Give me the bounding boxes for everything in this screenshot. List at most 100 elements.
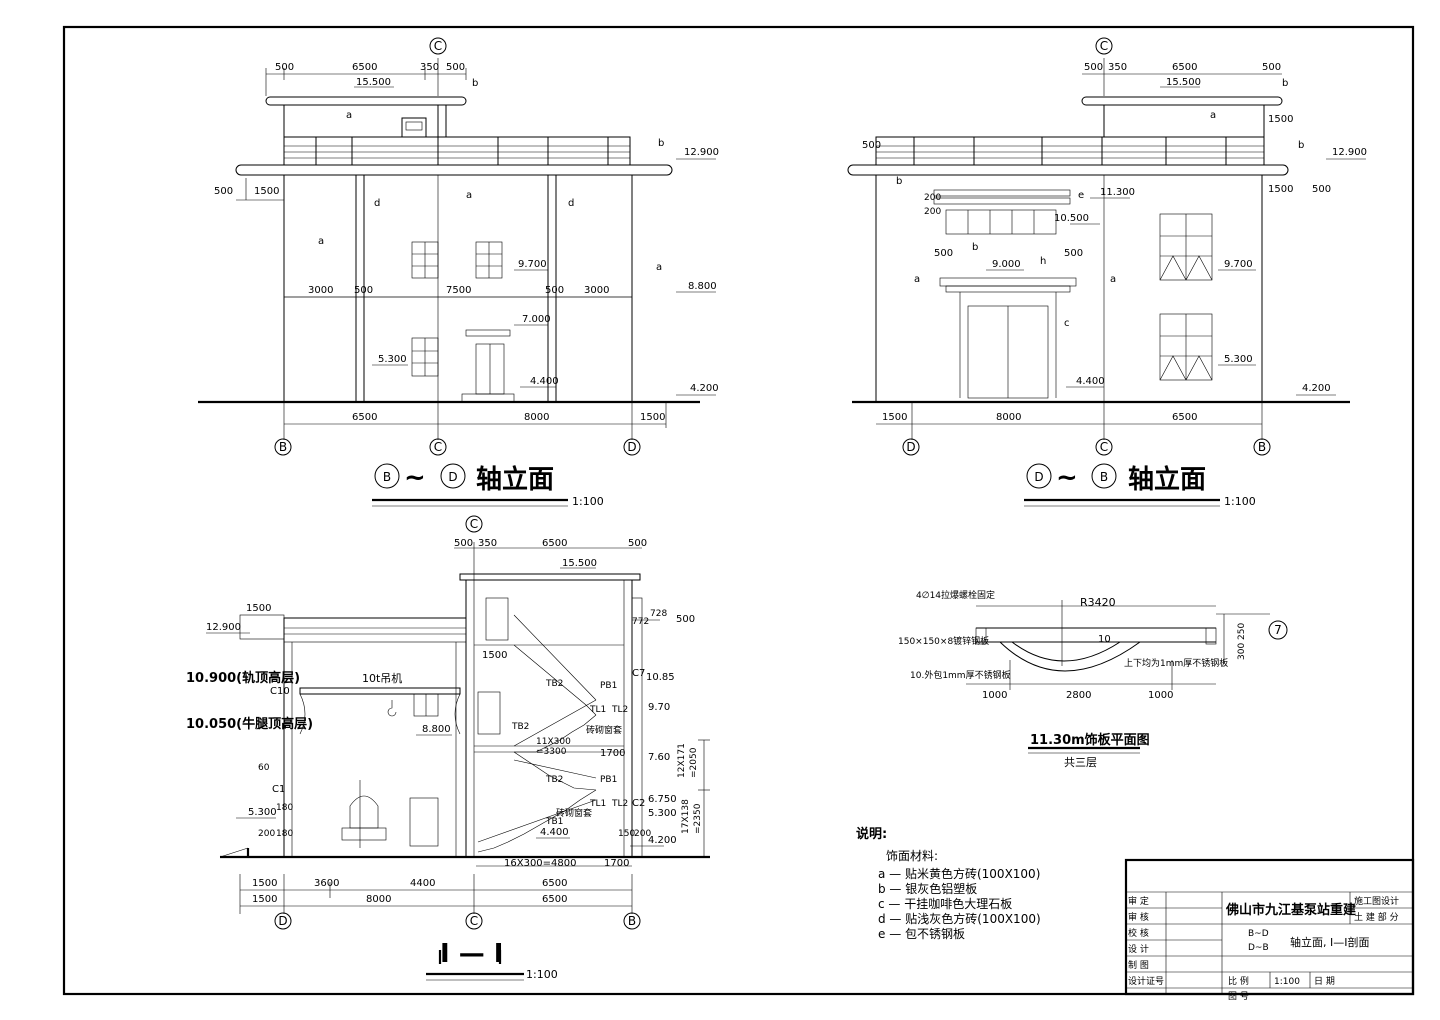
dim-label: 6500 [542,538,567,549]
axis-bubble-d: D [627,440,636,454]
dim-label: =2050 [689,747,699,778]
svg-text:~: ~ [404,463,426,493]
titleblock-stage: 施工图设计 [1354,895,1399,907]
sheet-border [62,25,1415,996]
level-label: 5.300 [648,808,677,819]
dim-label: 8000 [366,894,391,905]
level-label: 8.800 [688,281,717,292]
level-label: 15.500 [356,77,391,88]
dim-label: 3600 [314,878,339,889]
level-label: 8.800 [422,724,451,735]
legend-item: d — 贴浅灰色方砖(100X100) [878,911,1041,926]
material-tag: a [346,110,352,121]
member-label: C10 [270,686,290,697]
axis-bubble-c-top: C [1100,39,1108,53]
svg-text:D: D [1034,470,1043,484]
elevation-d-b [847,37,1366,507]
level-label: 9.700 [1224,259,1253,270]
elevation-2-title: D ~ B 轴立面 1:100 [1026,463,1256,508]
dim-label: 6500 [1172,412,1197,423]
dim-label: 3000 [308,285,333,296]
legend-item: c — 干挂咖啡色大理石板 [878,896,1012,911]
material-tag: h [1040,256,1046,267]
member-label: TB2 [545,679,563,689]
material-tag: a [466,190,472,201]
dim-label: 728 [650,609,667,619]
dim-label: 350 [478,538,497,549]
dim-label: 500 [1262,62,1281,73]
level-label: 4.400 [530,376,559,387]
level-label: 5.300 [248,807,277,818]
dim-label: 2800 [1066,690,1091,701]
dim-label: 3000 [584,285,609,296]
titleblock-number-label: 图 号 [1228,991,1249,1002]
member-label: PB1 [600,681,617,691]
dim-label: 250 [1237,623,1247,640]
titleblock-row: 制 图 [1128,959,1149,971]
material-tag: e [1078,190,1084,201]
dim-label: 6500 [542,878,567,889]
title-block-frame [1124,858,1415,996]
level-label: 10.500 [1054,213,1089,224]
titleblock-scale: 1:100 [1274,977,1300,987]
elevation-1-title: B ~ D 轴立面 1:100 [374,463,604,508]
dim-label: 7500 [446,285,471,296]
axis-bubble-7: 7 [1274,623,1282,637]
level-label: 6.750 [648,794,677,805]
member-label: TB2 [545,775,563,785]
dim-label: 6500 [1172,62,1197,73]
dim-label: 500 [1084,62,1103,73]
legend-subheading: 饰面材料: [886,849,938,863]
member-label: 砖砌窗套 [586,724,622,736]
svg-text:D: D [448,470,457,484]
dim-label: 200 [924,193,941,203]
svg-text:B: B [1100,470,1108,484]
plan-note: 150×150×8镀锌钢板 [898,635,989,647]
dim-label: 1500 [882,412,907,423]
titleblock-axes-1: B~D [1248,929,1269,939]
member-label: TL2 [611,799,628,809]
elevation-b-d [198,37,716,507]
dim-label: 1000 [982,690,1007,701]
dim-label: 300 [1237,643,1247,660]
dim-label: 8000 [524,412,549,423]
dim-label: 1500 [254,186,279,197]
dim-label: 180 [276,829,293,839]
plan-note: 10.外包1mm厚不锈钢板 [910,669,1011,681]
elevation-1-title-text: 轴立面 [476,464,554,495]
titleblock-discipline: 土 建 部 分 [1354,911,1399,923]
dim-label: 6500 [352,412,377,423]
plan-subtitle: 共三层 [1064,756,1097,769]
level-label: 15.500 [1166,77,1201,88]
titleblock-drawing-name: 轴立面, I—I剖面 [1290,935,1369,949]
dim-label: 350 [420,62,439,73]
axis-bubble-c: C [470,914,478,928]
scale-label: 1:100 [572,495,604,508]
dim-label: 200 [258,829,275,839]
dim-label: 16X300=4800 [504,858,577,869]
material-tag: d [374,198,380,209]
material-tag: a [656,262,662,273]
axis-bubble-b: B [279,440,287,454]
dim-label: 60 [258,763,270,773]
axis-bubble-c: C [434,440,442,454]
dim-label: 150 [618,829,635,839]
material-tag: b [972,242,978,253]
dim-label: 180 [276,803,293,813]
dim-label: 500 [354,285,373,296]
dim-label: 1700 [604,858,629,869]
dim-label: 12X171 [677,743,687,778]
scale-label: 1:100 [526,968,558,981]
legend-heading: 说明: [856,826,887,842]
level-label: 4.200 [690,383,719,394]
svg-text:B: B [383,470,391,484]
plan-1130 [966,600,1288,754]
dim-label: 8000 [996,412,1021,423]
material-tag: a [318,236,324,247]
dim-label: 1500 [1268,184,1293,195]
plan-note: 4∅14拉爆螺栓固定 [916,589,995,601]
member-label: C2 [632,798,645,809]
dim-label: 11X300 [536,737,571,747]
